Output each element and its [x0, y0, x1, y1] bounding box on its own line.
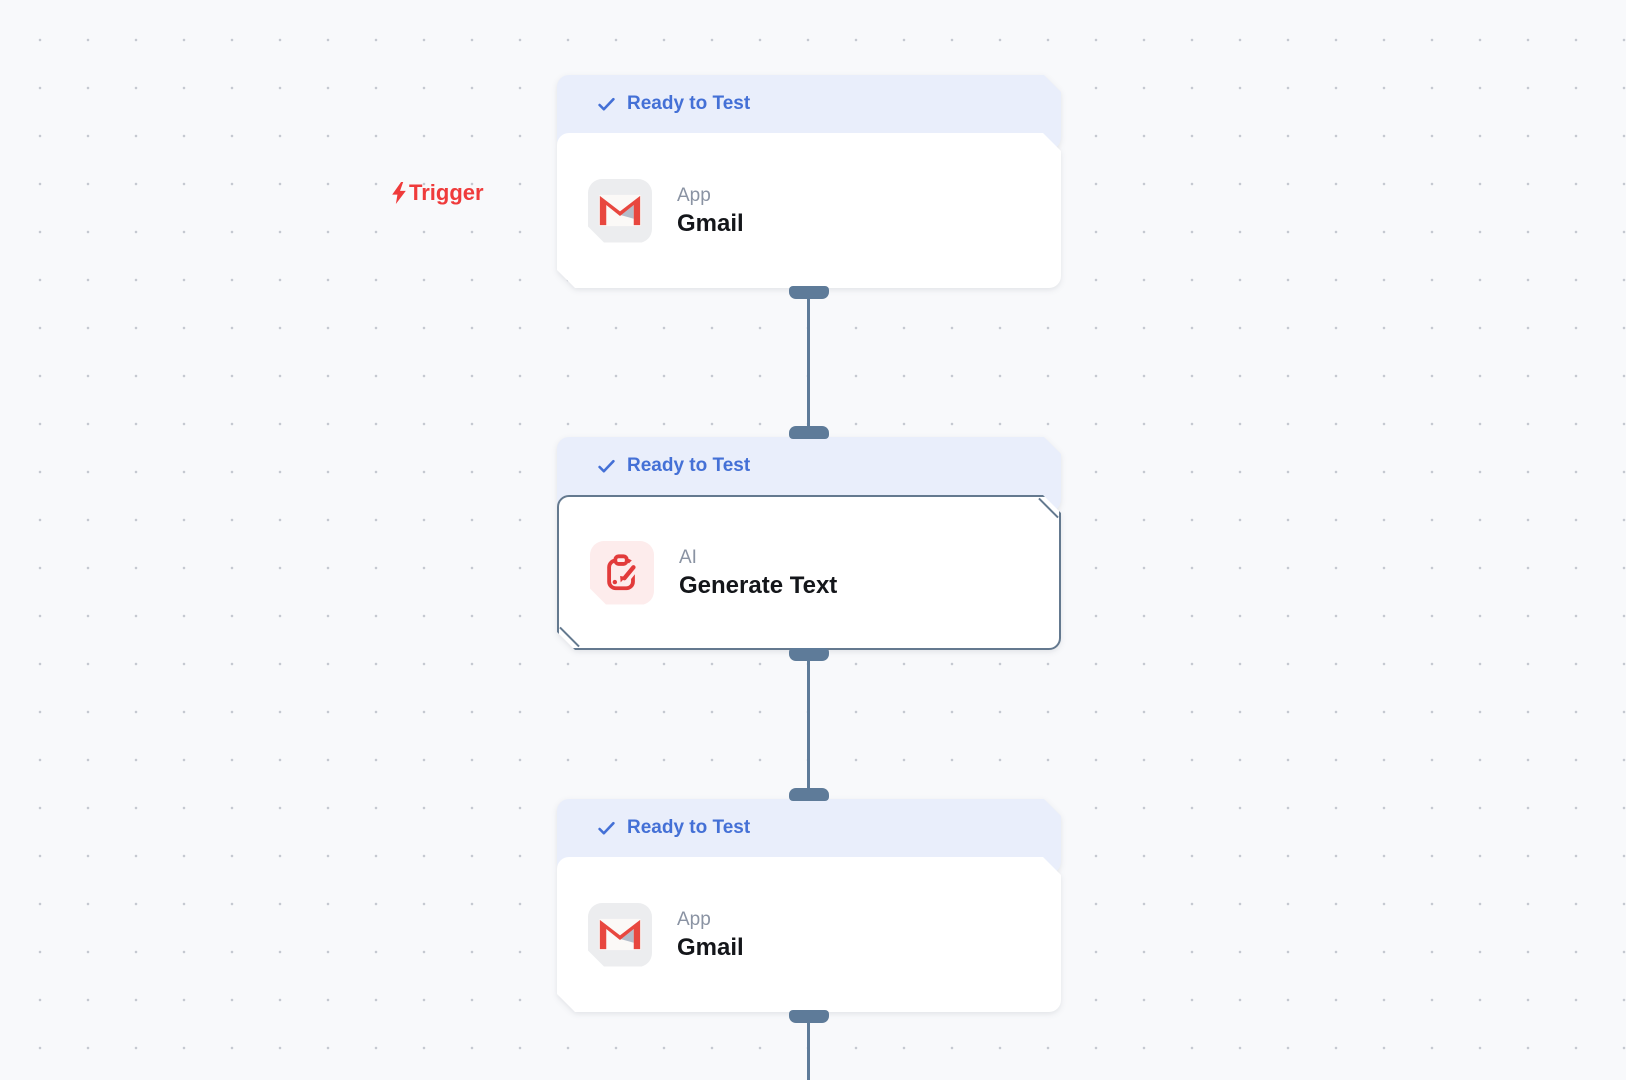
gmail-icon	[588, 179, 652, 243]
node-title: Gmail	[677, 209, 744, 237]
node-title: Generate Text	[679, 571, 838, 599]
node-type-label: App	[677, 184, 711, 206]
status-badge-label: Ready to Test	[627, 455, 751, 476]
ai-generate-text-icon	[590, 541, 654, 605]
workflow-node-gmail-trigger[interactable]: Ready to Test App Gmail	[557, 75, 1061, 288]
node-card[interactable]: App Gmail	[557, 133, 1061, 288]
lightning-bolt-icon	[392, 182, 406, 204]
trigger-label: Trigger	[391, 179, 484, 207]
gmail-icon	[588, 903, 652, 967]
output-port[interactable]	[789, 1010, 829, 1023]
output-port[interactable]	[789, 286, 829, 299]
selection-border-segment	[559, 627, 580, 648]
checkmark-icon	[598, 97, 615, 112]
workflow-node-generate-text[interactable]: Ready to Test AI Gener	[557, 437, 1061, 650]
output-port[interactable]	[789, 648, 829, 661]
status-badge-label: Ready to Test	[627, 93, 751, 114]
node-type-label: AI	[679, 546, 697, 568]
connector-line	[807, 1011, 810, 1080]
checkmark-icon	[598, 821, 615, 836]
checkmark-icon	[598, 459, 615, 474]
connector-line	[807, 649, 810, 800]
node-title: Gmail	[677, 933, 744, 961]
connector-line	[807, 287, 810, 438]
workflow-node-gmail-action[interactable]: Ready to Test App Gmail	[557, 799, 1061, 1012]
node-card[interactable]: App Gmail	[557, 857, 1061, 1012]
trigger-label-text: Trigger	[409, 180, 484, 205]
status-badge-label: Ready to Test	[627, 817, 751, 838]
node-type-label: App	[677, 908, 711, 930]
node-card-selected[interactable]: AI Generate Text	[557, 495, 1061, 650]
input-port[interactable]	[789, 788, 829, 801]
input-port[interactable]	[789, 426, 829, 439]
